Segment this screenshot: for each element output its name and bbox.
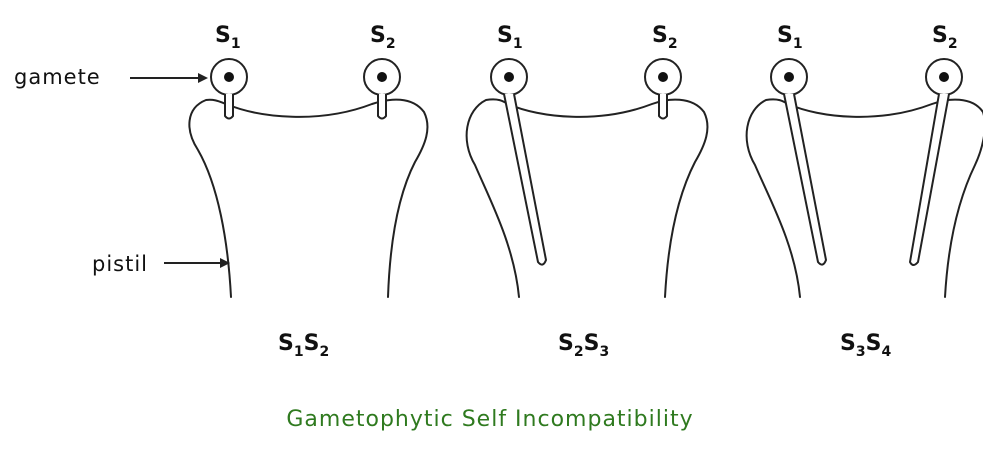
gamete-arrow [130,73,208,83]
genotype-label-1: S1S2 [278,331,329,360]
pollen-label-1-1: S1 [215,23,241,52]
pollen-nucleus-3-1 [784,72,794,82]
pollen-tube-2-1 [504,94,546,265]
pollen-nucleus-2-1 [504,72,514,82]
pollen-label-1-2: S2 [370,23,396,52]
pollen-tube-3-1 [784,94,826,265]
genotype-label-2: S2S3 [558,331,609,360]
pollen-tube-1-1 [225,94,233,119]
pistil-2 [467,59,708,297]
pollen-nucleus-2-2 [658,72,668,82]
pollen-nucleus-1-2 [377,72,387,82]
pollen-tube-2-2 [659,94,667,119]
pollen-label-3-2: S2 [932,23,958,52]
pollen-label-2-2: S2 [652,23,678,52]
gamete-label: gamete [14,65,101,89]
pistil-3 [747,59,983,297]
pollen-tube-3-2 [910,94,949,265]
pistil-3-outline [747,99,983,297]
pollen-nucleus-1-1 [224,72,234,82]
pollen-label-2-1: S1 [497,23,523,52]
genotype-label-3: S3S4 [840,331,891,360]
pistil-arrow [164,258,230,268]
pistil-1-outline [189,100,427,297]
pistil-label: pistil [92,252,148,276]
pollen-nucleus-3-2 [939,72,949,82]
pollen-label-3-1: S1 [777,23,803,52]
diagram-title: Gametophytic Self Incompatibility [286,407,693,432]
pistil-2-outline [467,99,708,297]
pollen-tube-1-2 [378,94,386,119]
